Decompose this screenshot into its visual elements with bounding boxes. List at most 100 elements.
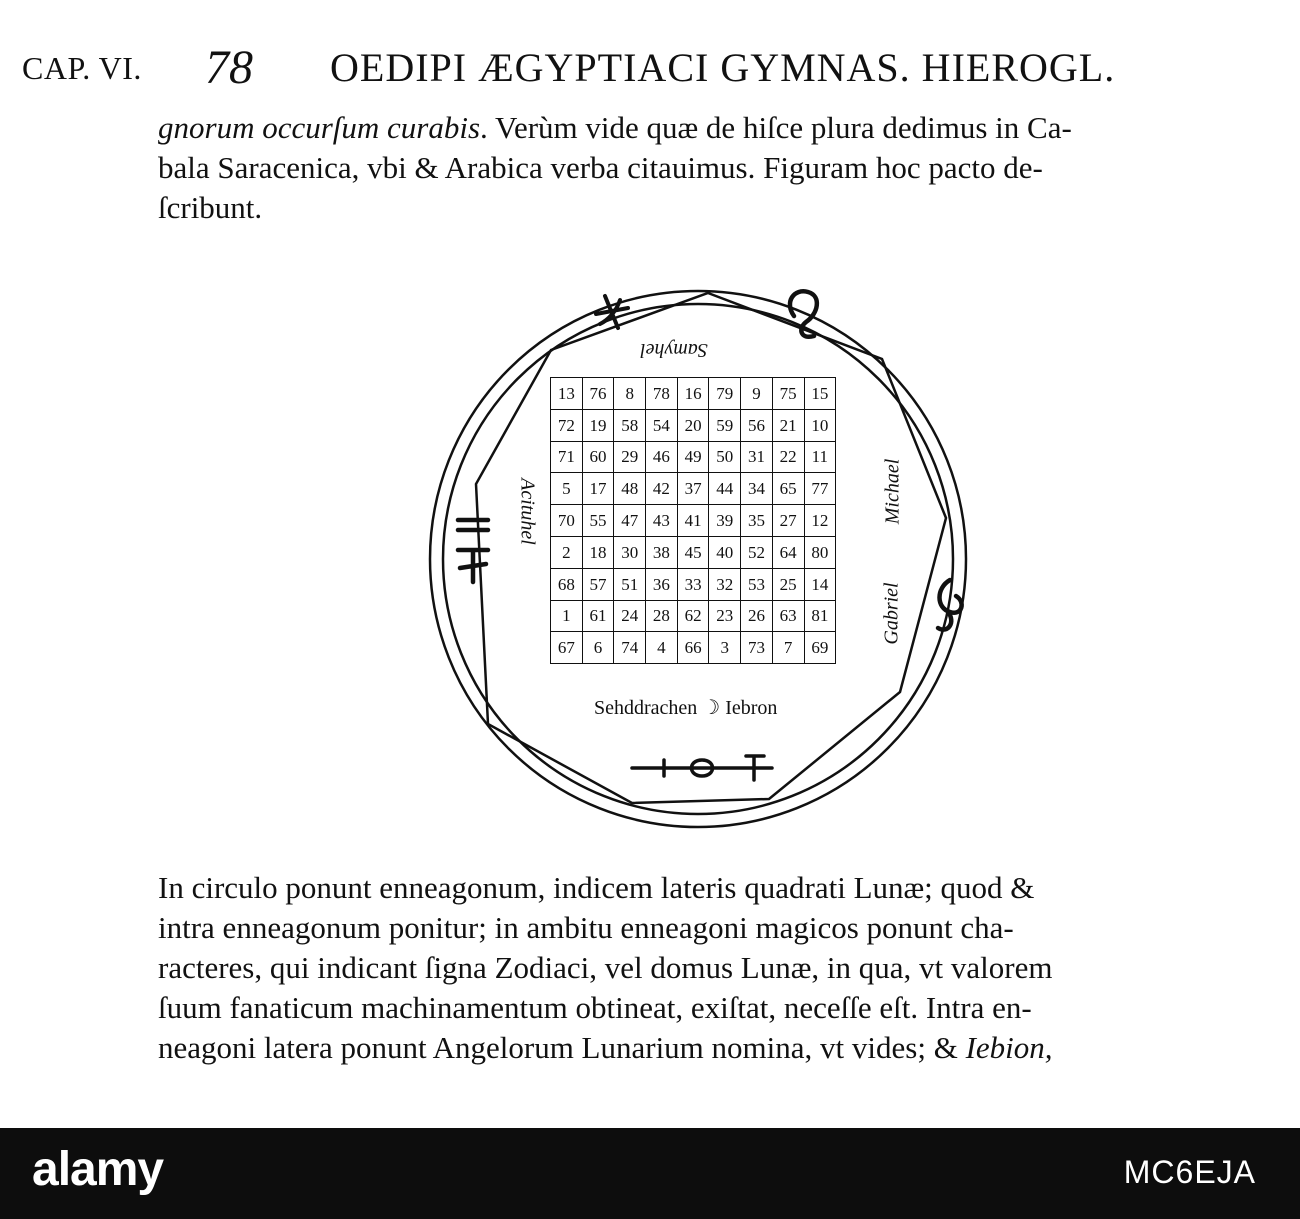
magic-square-cell: 56 xyxy=(740,408,773,442)
magic-square-cell: 18 xyxy=(581,535,615,569)
magic-square-cell: 42 xyxy=(645,472,678,506)
magic-square-cell: 34 xyxy=(740,472,773,506)
body-paragraph: In circulo ponunt enneagonum, indicem la… xyxy=(158,868,1248,1068)
magic-square-cell: 71 xyxy=(550,440,583,474)
magic-square-cell: 21 xyxy=(771,408,805,442)
magic-square-cell: 67 xyxy=(550,631,583,665)
magic-square-cell: 23 xyxy=(708,599,742,633)
magic-square-cell: 22 xyxy=(771,440,805,474)
angel-names-bottom: Sehddrachen ☽ Iebron xyxy=(594,695,777,720)
magic-square-cell: 46 xyxy=(645,440,678,474)
magic-square-cell: 70 xyxy=(550,504,583,537)
brand-logo: alamy xyxy=(32,1143,164,1196)
magic-square-cell: 1 xyxy=(550,599,583,633)
angel-name-bottom-right: Iebron xyxy=(725,697,778,719)
magic-square-cell: 76 xyxy=(581,377,615,410)
magic-square-cell: 12 xyxy=(803,504,837,537)
page-number: 78 xyxy=(205,41,253,94)
magic-square-cell: 10 xyxy=(803,408,837,442)
magic-square-cell: 31 xyxy=(740,440,773,474)
body-line-5-italic: Iebion, xyxy=(965,1030,1053,1065)
magic-square-cell: 49 xyxy=(676,440,710,474)
magic-square-cell: 44 xyxy=(708,472,742,506)
magic-square-cell: 75 xyxy=(771,377,805,410)
intro-line-3: ſcribunt. xyxy=(158,190,263,225)
magic-square-cell: 29 xyxy=(613,440,647,474)
magic-square-cell: 2 xyxy=(550,535,583,569)
magic-square-cell: 51 xyxy=(613,567,647,601)
seal-drawing xyxy=(428,289,968,829)
magic-square-cell: 47 xyxy=(613,504,647,537)
magic-square-cell: 63 xyxy=(771,599,805,633)
magic-square-cell: 48 xyxy=(613,472,647,506)
magic-square-cell: 77 xyxy=(803,472,837,506)
lunar-seal-figure xyxy=(420,272,980,842)
angel-name-right-lower: Gabriel xyxy=(880,582,903,645)
angel-name-bottom-left: Sehddrachen xyxy=(594,697,698,719)
stock-image-code: MC6EJA xyxy=(1123,1154,1256,1190)
magic-square-cell: 9 xyxy=(740,377,773,410)
enneagon xyxy=(474,291,948,805)
magic-square-cell: 35 xyxy=(740,504,773,537)
magic-square-cell: 14 xyxy=(803,567,837,601)
magic-square-cell: 38 xyxy=(645,535,678,569)
magic-square-cell: 79 xyxy=(708,377,742,410)
watermark-bar: alamy MC6EJA xyxy=(0,1128,1300,1219)
zodiac-character-bottom xyxy=(630,754,774,782)
magic-square-cell: 72 xyxy=(550,408,583,442)
magic-square-cell: 80 xyxy=(803,535,837,569)
zodiac-character-top-left xyxy=(594,294,630,330)
magic-square-cell: 26 xyxy=(740,599,773,633)
cancer-sign-icon xyxy=(935,577,964,632)
magic-square-cell: 60 xyxy=(581,440,615,474)
intro-line-1: gnorum occurſum curabis. Verùm vide quæ … xyxy=(158,108,1248,148)
magic-square-cell: 54 xyxy=(645,408,678,442)
magic-square-cell: 81 xyxy=(803,599,837,633)
magic-square-cell: 4 xyxy=(645,631,678,665)
magic-square-cell: 37 xyxy=(676,472,710,506)
running-title: OEDIPI ÆGYPTIACI GYMNAS. HIEROGL. xyxy=(330,45,1116,90)
magic-square-cell: 58 xyxy=(613,408,647,442)
magic-square-cell: 28 xyxy=(645,599,678,633)
body-line-1: In circulo ponunt enneagonum, indicem la… xyxy=(158,870,1035,905)
magic-square-cell: 52 xyxy=(740,535,773,569)
intro-line-1-rest: . Verùm vide quæ de hiſce plura dedimus … xyxy=(480,110,1072,145)
magic-square-cell: 59 xyxy=(708,408,742,442)
intro-paragraph: gnorum occurſum curabis. Verùm vide quæ … xyxy=(158,108,1248,228)
magic-square-cell: 66 xyxy=(676,631,710,665)
magic-square-cell: 33 xyxy=(676,567,710,601)
magic-square-cell: 55 xyxy=(581,504,615,537)
magic-square-cell: 27 xyxy=(771,504,805,537)
magic-square-cell: 61 xyxy=(581,599,615,633)
magic-square-cell: 20 xyxy=(676,408,710,442)
magic-square-cell: 30 xyxy=(613,535,647,569)
magic-square-cell: 65 xyxy=(771,472,805,506)
magic-square-cell: 6 xyxy=(581,631,615,665)
magic-square-cell: 40 xyxy=(708,535,742,569)
magic-square-cell: 69 xyxy=(803,631,837,665)
magic-square-cell: 15 xyxy=(803,377,837,410)
leo-sign-icon xyxy=(787,289,819,340)
magic-square-cell: 17 xyxy=(581,472,615,506)
magic-square-cell: 36 xyxy=(645,567,678,601)
body-line-4: ſuum fanaticum machinamentum obtineat, e… xyxy=(158,990,1032,1025)
magic-square-cell: 13 xyxy=(550,377,583,410)
magic-square-cell: 78 xyxy=(645,377,678,410)
magic-square-cell: 8 xyxy=(613,377,647,410)
magic-square-cell: 73 xyxy=(740,631,773,665)
page-header: CAP. VI. 78 OEDIPI ÆGYPTIACI GYMNAS. HIE… xyxy=(0,38,1300,108)
magic-square-cell: 11 xyxy=(803,440,837,474)
magic-square-cell: 50 xyxy=(708,440,742,474)
magic-square-cell: 62 xyxy=(676,599,710,633)
magic-square-cell: 3 xyxy=(708,631,742,665)
outer-circle xyxy=(428,289,968,829)
